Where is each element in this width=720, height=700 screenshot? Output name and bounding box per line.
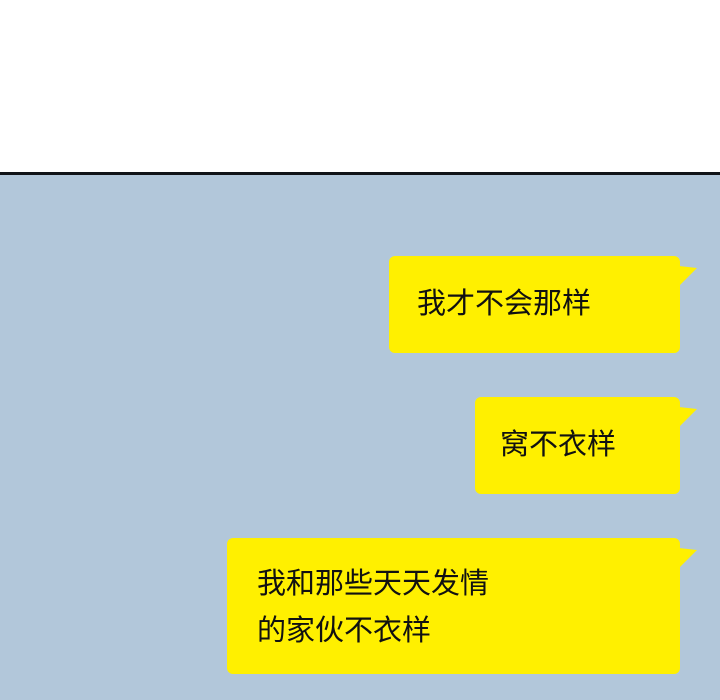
bubble-tail: [679, 266, 697, 286]
panel-divider: [0, 172, 720, 175]
blank-panel-area: [0, 0, 720, 172]
message-text: 窝不衣样: [500, 427, 617, 461]
message-text: 我才不会那样: [417, 286, 592, 320]
bubble-tail: [679, 407, 697, 427]
message-text: 我和那些天天发情 的家伙不衣样: [257, 566, 490, 647]
message-bubble-outgoing: 我才不会那样: [389, 256, 697, 353]
message-bubble-outgoing: 我和那些天天发情 的家伙不衣样: [227, 538, 697, 674]
message-bubble-outgoing: 窝不衣样: [475, 397, 697, 494]
bubble-tail: [679, 548, 697, 568]
